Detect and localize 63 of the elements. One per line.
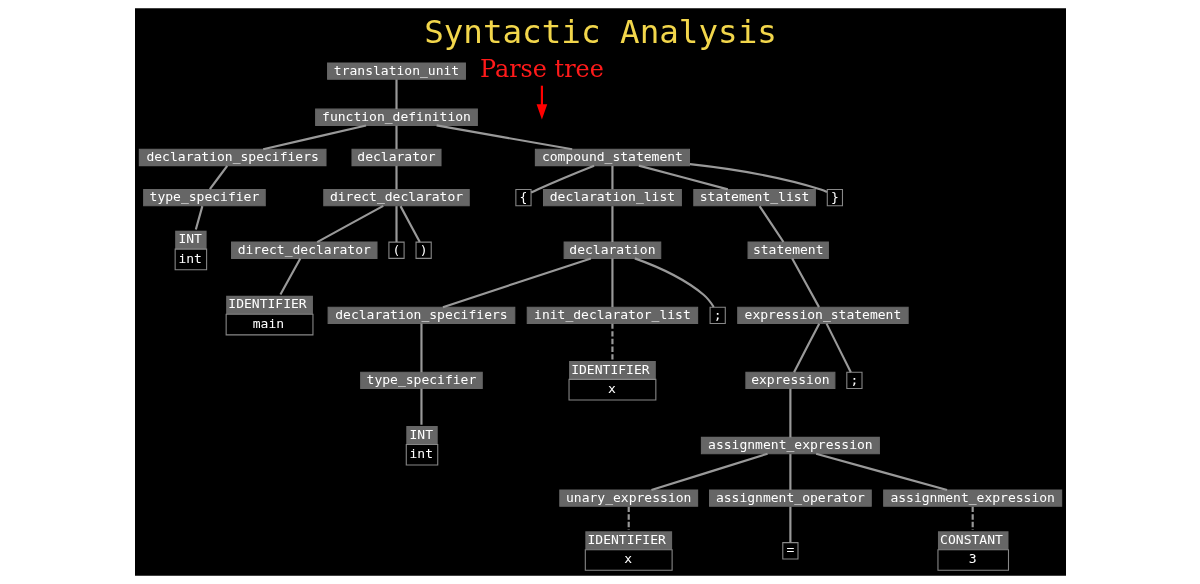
- node-box: function_definition: [314, 108, 478, 126]
- connector: [627, 506, 630, 530]
- node-box: statement: [747, 241, 829, 259]
- connector: [610, 206, 614, 242]
- connector: [316, 204, 384, 244]
- connector: [638, 164, 728, 191]
- connector: [792, 323, 820, 373]
- connector: [394, 125, 398, 150]
- node-box: type_specifier: [359, 371, 483, 390]
- connector: [419, 323, 423, 373]
- node-box: ;: [845, 371, 863, 390]
- connector: [610, 323, 614, 360]
- node-box: ;: [709, 306, 726, 324]
- connector: [788, 388, 791, 438]
- connector: [788, 454, 791, 490]
- node-box: assignment_expression: [882, 489, 1062, 507]
- node-box: declarator: [350, 148, 442, 167]
- node-box: =: [781, 542, 799, 560]
- connector: [394, 79, 398, 110]
- connector: [530, 164, 595, 194]
- connector: [971, 506, 974, 530]
- node-box: statement_list: [692, 188, 816, 207]
- node-box: assignment_operator: [708, 489, 872, 507]
- node-box: declaration_specifiers: [138, 148, 326, 167]
- connector: [650, 452, 768, 492]
- connector: [610, 258, 614, 308]
- node-box: type_specifier: [142, 188, 266, 207]
- node-box: expression: [744, 371, 835, 390]
- node-box: declaration_list: [542, 188, 682, 207]
- connector: [442, 257, 591, 309]
- connector: [610, 165, 614, 190]
- node-box: compound_statement: [534, 148, 690, 167]
- connector: [262, 124, 366, 151]
- node-box: ): [415, 241, 432, 259]
- connector: [758, 205, 784, 243]
- connector: [689, 163, 827, 193]
- connector: [399, 205, 421, 243]
- node-box: unary_expression: [558, 489, 698, 507]
- connector: [788, 506, 791, 543]
- connector: [208, 165, 228, 190]
- node-box: (: [387, 241, 405, 259]
- connector: [394, 165, 398, 190]
- connector: [394, 206, 398, 242]
- connector: [194, 205, 203, 230]
- node-box: init_declarator_list: [526, 306, 698, 324]
- node-box: expression_statement: [736, 306, 909, 324]
- connector: [825, 323, 852, 373]
- node-box: direct_declarator: [322, 188, 470, 207]
- arrow: [536, 85, 547, 120]
- connector: [435, 124, 572, 151]
- node-box: assignment_expression: [700, 436, 880, 455]
- node-box: declaration_specifiers: [327, 306, 515, 324]
- node-box: direct_declarator: [230, 241, 377, 259]
- connector: [633, 257, 715, 308]
- node-text: Parse tree: [479, 55, 604, 84]
- connector: [790, 258, 820, 308]
- node-box: declaration: [563, 241, 661, 259]
- connector: [419, 388, 423, 425]
- node-box: {: [514, 188, 532, 207]
- connector: [815, 452, 947, 492]
- node-box: translation_unit: [326, 62, 466, 80]
- diagram-title: Syntactic Analysis: [423, 12, 777, 51]
- node-box: }: [826, 188, 843, 207]
